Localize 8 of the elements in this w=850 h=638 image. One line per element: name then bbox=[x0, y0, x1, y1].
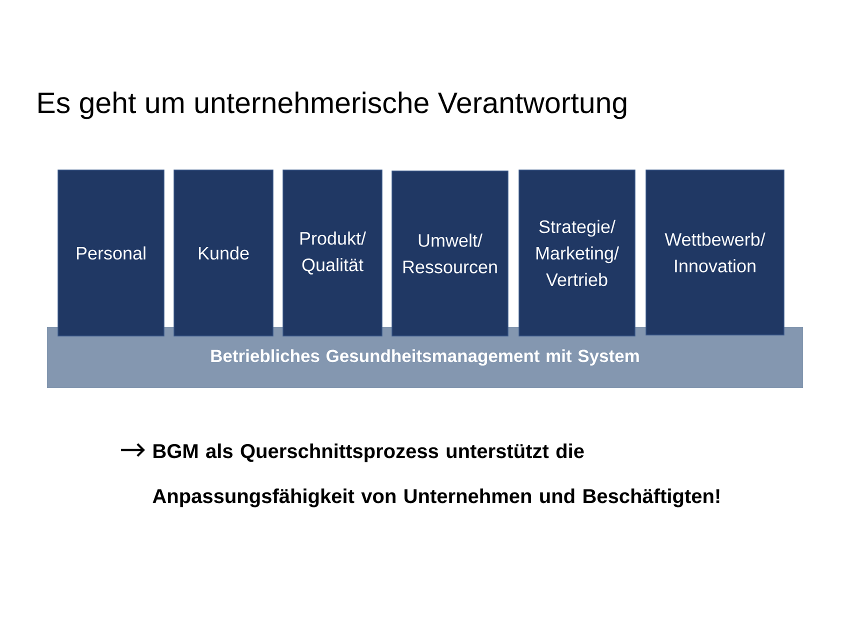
pillar-box: Produkt/ Qualität bbox=[282, 170, 382, 336]
pillar-box: Umwelt/ Ressourcen bbox=[392, 170, 508, 336]
pillar-box: Strategie/ Marketing/ Vertrieb bbox=[518, 170, 636, 336]
title: Es geht um unternehmerische Verantwortung bbox=[38, 92, 626, 120]
pillar-box: Wettbewerb/ Innovation bbox=[646, 170, 784, 336]
pillar-box: Kunde bbox=[174, 170, 274, 336]
pillar-box: Personal bbox=[58, 170, 164, 336]
statement-text: BGM als Querschnittsprozess unterstützt die Anpassungsfähigkeit von Unternehmen und Beschäftigten! bbox=[152, 444, 720, 508]
